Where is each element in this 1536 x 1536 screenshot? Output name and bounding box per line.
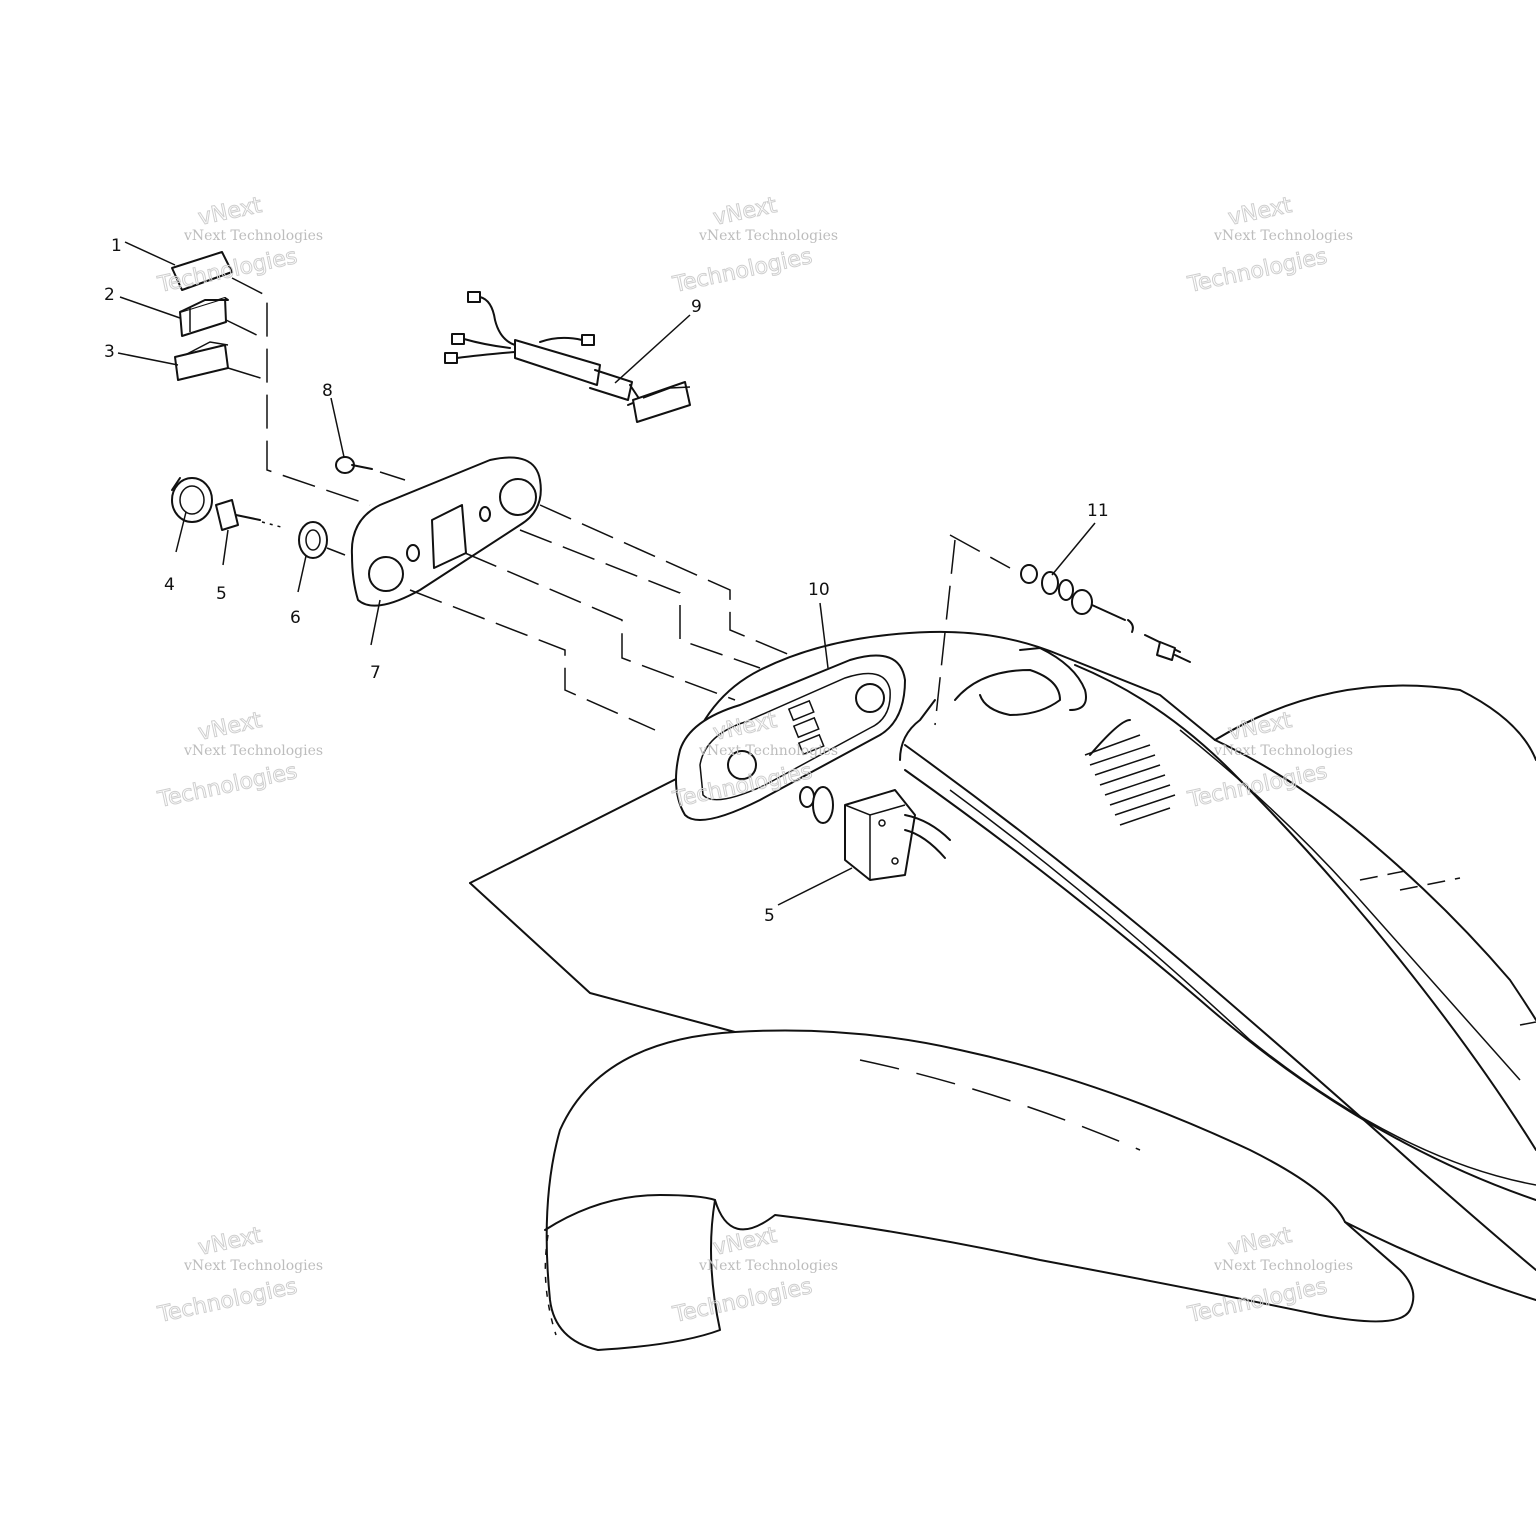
svg-text:Technologies: Technologies [1185, 244, 1329, 298]
svg-text:vNext: vNext [1226, 1223, 1294, 1261]
callout-4: 4 [164, 575, 175, 595]
part-5-key [215, 499, 286, 531]
svg-text:Technologies: Technologies [670, 244, 814, 298]
svg-text:vNext Technologies: vNext Technologies [183, 743, 323, 759]
svg-text:vNext Technologies: vNext Technologies [698, 228, 838, 244]
front-fender-body [469, 630, 1536, 1351]
watermark-6: vNext vNext Technologies Technologies [1185, 707, 1354, 813]
callout-11: 11 [1087, 501, 1109, 521]
svg-text:vNext Technologies: vNext Technologies [698, 743, 838, 759]
part-3-switch [174, 341, 229, 381]
callout-6: 6 [290, 608, 301, 628]
watermark-4: vNext vNext Technologies Technologies [155, 707, 324, 813]
watermark-9: vNext vNext Technologies Technologies [1185, 1222, 1354, 1328]
watermark-3: vNext vNext Technologies Technologies [1185, 192, 1354, 298]
leader-lines [117, 241, 1096, 906]
part-5-switch-body [799, 786, 951, 881]
dash-lines-switches [225, 277, 371, 506]
svg-text:Technologies: Technologies [1185, 1274, 1329, 1328]
part-4-ignition-cap [171, 477, 213, 523]
svg-text:vNext Technologies: vNext Technologies [698, 1258, 838, 1274]
callout-3: 3 [104, 342, 115, 362]
installed-dash-panel [675, 654, 906, 821]
svg-text:Technologies: Technologies [155, 759, 299, 813]
callout-10: 10 [808, 580, 830, 600]
part-9-wire-harness [444, 291, 691, 423]
svg-text:Technologies: Technologies [155, 244, 299, 298]
callout-1: 1 [111, 236, 122, 256]
svg-text:vNext Technologies: vNext Technologies [1213, 1258, 1353, 1274]
callout-5: 5 [216, 584, 227, 604]
svg-text:Technologies: Technologies [670, 1274, 814, 1328]
dash-lines-plate [409, 504, 791, 731]
svg-text:vNext: vNext [711, 193, 779, 231]
callout-5b: 5 [764, 906, 775, 926]
svg-text:vNext Technologies: vNext Technologies [1213, 228, 1353, 244]
svg-text:vNext: vNext [196, 1223, 264, 1261]
callout-9: 9 [691, 297, 702, 317]
watermark-2: vNext vNext Technologies Technologies [670, 192, 839, 298]
svg-text:vNext: vNext [1226, 193, 1294, 231]
callout-7: 7 [370, 663, 381, 683]
part-2-switch [179, 297, 229, 337]
part-11-switch-assembly [934, 534, 1191, 726]
svg-text:Technologies: Technologies [1185, 759, 1329, 813]
svg-text:vNext: vNext [1226, 708, 1294, 746]
part-7-dash-plate [350, 456, 542, 607]
callout-2: 2 [104, 285, 115, 305]
callout-labels: 1 2 3 4 5 6 7 8 9 10 11 5 [104, 236, 1109, 926]
svg-text:vNext: vNext [196, 193, 264, 231]
svg-text:vNext: vNext [711, 1223, 779, 1261]
svg-text:Technologies: Technologies [155, 1274, 299, 1328]
part-6-nut [298, 521, 346, 559]
svg-text:vNext Technologies: vNext Technologies [183, 1258, 323, 1274]
svg-text:vNext: vNext [196, 708, 264, 746]
svg-text:vNext Technologies: vNext Technologies [1213, 743, 1353, 759]
part-1-plug [171, 251, 233, 291]
watermark-8: vNext vNext Technologies Technologies [670, 1222, 839, 1328]
svg-text:vNext Technologies: vNext Technologies [183, 228, 323, 244]
part-8-screw [335, 456, 406, 481]
watermark-7: vNext vNext Technologies Technologies [155, 1222, 324, 1328]
callout-8: 8 [322, 381, 333, 401]
